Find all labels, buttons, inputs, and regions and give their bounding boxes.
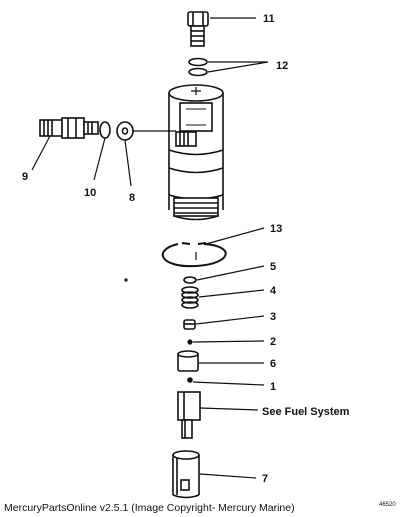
leader-12 — [207, 61, 269, 73]
part-12-washers — [188, 57, 208, 77]
part-3-seat — [183, 319, 196, 330]
leader-9 — [31, 135, 51, 171]
leader-see-fuel — [199, 407, 259, 411]
callout-13: 13 — [270, 223, 283, 235]
callout-2: 2 — [270, 336, 277, 348]
leader-13 — [205, 227, 265, 245]
leader-10 — [93, 137, 106, 181]
callout-9: 9 — [22, 171, 29, 183]
leader-2 — [192, 340, 265, 343]
part-13-circlip — [161, 242, 227, 268]
part-9-fitting — [39, 117, 99, 139]
callout-see-fuel-system: See Fuel System — [262, 406, 350, 418]
callout-5: 5 — [270, 261, 277, 273]
callout-3: 3 — [270, 311, 277, 323]
leader-3 — [195, 315, 265, 325]
part-4-spring — [181, 286, 199, 309]
callout-8: 8 — [129, 192, 136, 204]
copyright-footer: MercuryPartsOnline v2.5.1 (Image Copyrig… — [4, 502, 295, 514]
part-2-pin — [187, 339, 193, 345]
part-5-washer — [183, 276, 197, 284]
nozzle — [177, 391, 201, 439]
callout-12: 12 — [276, 60, 289, 72]
injector-body — [168, 84, 224, 221]
drawing-number: 46520 — [379, 502, 396, 508]
part-6-spacer — [177, 350, 199, 372]
part-1-pin — [187, 377, 193, 383]
callout-6: 6 — [270, 358, 277, 370]
part-7-nut — [172, 450, 200, 499]
callout-11: 11 — [263, 13, 275, 25]
leader-1 — [192, 381, 265, 386]
part-8-washer — [116, 121, 134, 141]
leader-4 — [198, 289, 265, 298]
stray-dot — [124, 278, 128, 282]
leader-8 — [124, 139, 132, 187]
callout-7: 7 — [262, 473, 269, 485]
callout-1: 1 — [270, 381, 277, 393]
leader-7 — [199, 473, 257, 479]
leader-5 — [196, 265, 265, 281]
part-10-oring — [99, 121, 111, 139]
part-11-bolt — [187, 11, 209, 47]
callout-10: 10 — [84, 187, 97, 199]
callout-4: 4 — [270, 285, 277, 297]
